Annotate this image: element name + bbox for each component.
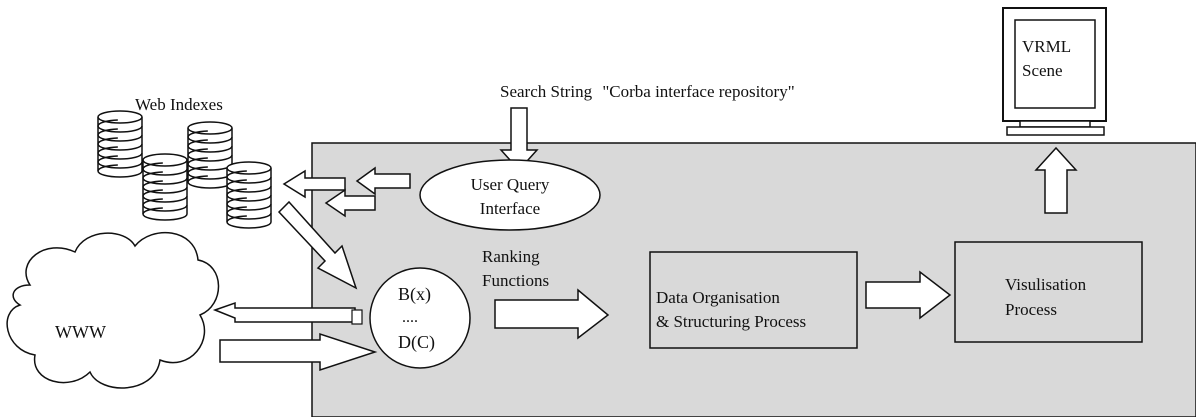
vrml-line1: VRML <box>1022 37 1071 56</box>
query-to-index-arrow-icon <box>355 166 411 196</box>
www-to-ranking-arrow-icon <box>219 332 378 372</box>
ranking-line2: Functions <box>482 271 549 290</box>
vrml-line2: Scene <box>1022 61 1063 80</box>
user-query-line2: Interface <box>480 199 540 218</box>
search-query-text: "Corba interface repository" <box>602 82 794 101</box>
web-indexes-label: Web Indexes <box>135 95 223 114</box>
ranking-function-circle <box>369 267 471 369</box>
search-string-text: Search String <box>500 82 593 101</box>
vis-line1: Visulisation <box>1005 275 1087 294</box>
query-to-index-arrow-icon <box>324 188 376 218</box>
circle-line1: B(x) <box>398 284 431 305</box>
query-to-index-arrow-icon <box>282 169 346 199</box>
index-to-ranking-arrow-icon <box>277 200 358 290</box>
user-query-line1: User Query <box>471 175 550 194</box>
visualisation-process-box <box>954 241 1143 343</box>
data-to-vis-arrow-icon <box>865 270 952 320</box>
ranking-to-data-arrow-icon <box>494 288 610 340</box>
database-icon <box>187 121 233 189</box>
circle-line2: .... <box>402 309 418 326</box>
circle-line3: D(C) <box>398 332 435 353</box>
database-icon <box>226 161 272 229</box>
search-string-label: Search String "Corba interface repositor… <box>500 82 795 101</box>
data-organisation-box <box>649 251 858 349</box>
data-org-line1: Data Organisation <box>656 288 780 307</box>
vis-line2: Process <box>1005 300 1057 319</box>
database-icon <box>97 110 143 178</box>
user-query-interface-node <box>419 159 601 231</box>
www-cloud-icon <box>6 231 220 389</box>
monitor-icon <box>1002 7 1107 136</box>
www-label: WWW <box>55 322 106 342</box>
www-exchange-arrow-tail <box>351 309 363 325</box>
ranking-line1: Ranking <box>482 247 540 266</box>
database-icon <box>142 153 188 221</box>
vis-to-monitor-arrow-icon <box>1034 146 1078 214</box>
data-org-line2: & Structuring Process <box>656 312 806 331</box>
